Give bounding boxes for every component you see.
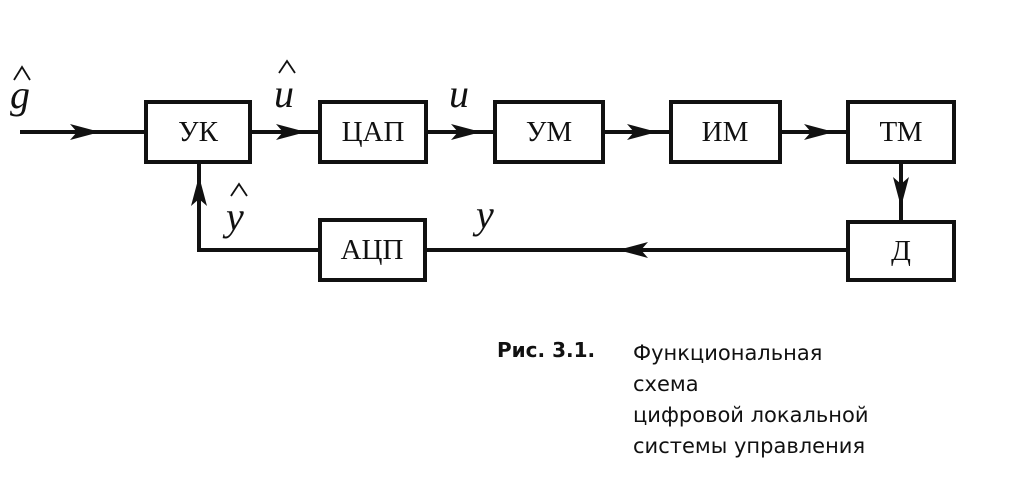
arrow-left-icon bbox=[618, 242, 648, 258]
signal-y: y bbox=[472, 192, 494, 237]
arrow-right-icon bbox=[627, 124, 657, 140]
arrow-right-icon bbox=[70, 124, 100, 140]
block-tsap: ЦАП bbox=[318, 100, 428, 164]
hat-icon bbox=[13, 65, 31, 81]
signal-y-label: y bbox=[472, 192, 494, 237]
caption-line: Функциональная bbox=[633, 341, 823, 365]
arrowheads bbox=[70, 124, 909, 258]
block-um: УМ bbox=[493, 100, 605, 164]
figure-number: Рис. 3.1. bbox=[497, 338, 596, 362]
block-um-label: УМ bbox=[526, 116, 572, 148]
signal-y-hat-label: y bbox=[222, 194, 244, 239]
block-uk-label: УК bbox=[178, 116, 219, 148]
arrow-up-icon bbox=[191, 176, 207, 206]
functional-diagram: УК ЦАП УМ ИМ ТМ Д АЦП g u u y y bbox=[10, 59, 956, 282]
signal-u-hat-label: u bbox=[274, 71, 294, 116]
block-d: Д bbox=[846, 220, 956, 282]
signal-g-hat-label: g bbox=[10, 72, 30, 117]
arrow-right-icon bbox=[276, 124, 306, 140]
arrow-right-icon bbox=[451, 124, 481, 140]
signal-u: u bbox=[449, 71, 469, 116]
block-d-label: Д bbox=[891, 235, 911, 267]
block-im-label: ИМ bbox=[702, 116, 749, 148]
arrow-right-icon bbox=[804, 124, 834, 140]
figure-caption-text: Функциональная схема цифровой локальной … bbox=[633, 338, 868, 462]
arrow-down-icon bbox=[893, 177, 909, 207]
block-atsp-label: АЦП bbox=[341, 234, 404, 266]
wire-atsp-to-uk bbox=[197, 162, 320, 252]
block-atsp: АЦП bbox=[318, 218, 427, 282]
signal-u-label: u bbox=[449, 71, 469, 116]
block-tm-label: ТМ bbox=[879, 116, 922, 148]
block-tsap-label: ЦАП bbox=[342, 116, 405, 148]
hat-icon bbox=[230, 182, 248, 197]
signal-y-hat: y bbox=[222, 182, 248, 239]
signal-g-hat: g bbox=[10, 65, 31, 117]
caption-line: схема bbox=[633, 372, 699, 396]
hat-icon bbox=[278, 59, 296, 74]
block-tm: ТМ bbox=[846, 100, 956, 164]
caption-line: системы управления bbox=[633, 434, 866, 458]
caption-line: цифровой локальной bbox=[633, 403, 869, 427]
signal-u-hat: u bbox=[274, 59, 296, 116]
block-im: ИМ bbox=[669, 100, 782, 164]
block-uk: УК bbox=[144, 100, 252, 164]
